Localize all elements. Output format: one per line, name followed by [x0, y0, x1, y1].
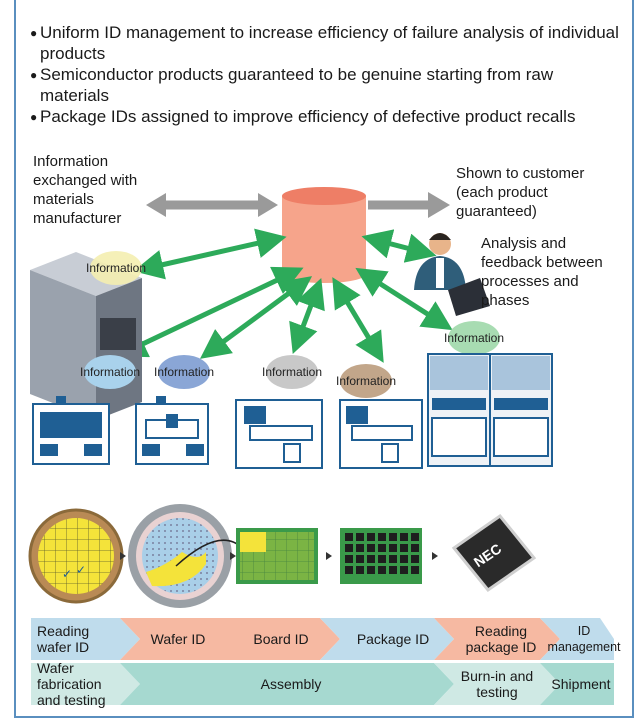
board-icon [236, 528, 318, 584]
gray-double-arrow [146, 193, 278, 217]
info-bubble-label: Information [443, 331, 505, 345]
flow-arrow-icon [120, 552, 126, 560]
test-system-icon [427, 353, 553, 467]
phase-assembly: Assembly [260, 676, 322, 692]
arrow-machine-3 [289, 277, 325, 355]
analysis-label: Analysis and feedback between processes … [481, 235, 603, 309]
phase-burn-in-testing: Burn-in and testing [460, 668, 534, 700]
customer-label: Shown to customer (each product guarante… [456, 165, 585, 220]
wafer-magnified-icon [128, 504, 243, 608]
arrow-machine-5 [355, 267, 453, 331]
arrow-machine-2 [199, 276, 313, 359]
arrow-machine-4 [332, 277, 384, 363]
materials-label: Information exchanged with materials man… [33, 153, 138, 227]
step-package-id: Package ID [356, 631, 430, 647]
machine-icon [32, 396, 110, 465]
svg-text:✓: ✓ [76, 563, 86, 577]
machine-icon [339, 399, 423, 469]
bullet-dot: ● [30, 68, 38, 82]
step-id-management: ID management [547, 624, 621, 654]
process-row-phases: Wafer fabrication and testing Assembly B… [31, 660, 614, 708]
process-bar-bottom [31, 663, 614, 705]
bullet-dot: ● [30, 26, 38, 40]
wafer-icon: ✓ ✓ [28, 508, 124, 604]
bullet-item: ●Uniform ID management to increase effic… [30, 22, 620, 64]
bullet-text: Semiconductor products guaranteed to be … [40, 65, 554, 105]
flow-arrow-icon [432, 552, 438, 560]
bullet-item: ●Package IDs assigned to improve efficie… [30, 106, 620, 128]
svg-text:✓: ✓ [62, 567, 72, 581]
machine-icon [235, 399, 323, 469]
arrow-person [361, 229, 437, 263]
flow-arrow-icon [230, 552, 236, 560]
step-reading-package-id: Reading package ID [465, 623, 537, 655]
step-reading-wafer-id: Reading wafer ID [37, 623, 90, 655]
info-bubble-label: Information [261, 365, 323, 379]
info-bubble-label: Information [153, 365, 215, 379]
gray-right-arrow [368, 192, 450, 218]
database-icon [282, 187, 366, 283]
green-arrows [116, 228, 453, 363]
process-bar-top [31, 618, 614, 660]
bullet-item: ●Semiconductor products guaranteed to be… [30, 64, 620, 106]
info-bubble-label: Information [85, 261, 147, 275]
info-bubble-label: Information [79, 365, 141, 379]
machine-icon [135, 396, 209, 465]
info-bubbles [84, 251, 500, 398]
bullet-text: Package IDs assigned to improve efficien… [40, 107, 576, 126]
server-icon [30, 252, 142, 420]
package-board-icon [340, 528, 422, 584]
arrow-server [133, 228, 287, 280]
phase-wafer-fabrication: Wafer fabrication and testing [37, 660, 106, 708]
bullet-text: Uniform ID management to increase effici… [40, 23, 619, 63]
step-board-id: Board ID [253, 631, 309, 647]
person-icon [414, 233, 490, 316]
chip-icon: NEC [451, 513, 537, 593]
flow-arrow-icon [326, 552, 332, 560]
process-row-ids: Reading wafer ID Wafer ID Board ID Packa… [31, 618, 621, 660]
step-wafer-id: Wafer ID [150, 631, 206, 647]
info-bubble-label: Information [335, 374, 397, 388]
bullet-dot: ● [30, 110, 38, 124]
bullet-list: ●Uniform ID management to increase effic… [30, 22, 620, 128]
phase-shipment: Shipment [551, 676, 611, 692]
